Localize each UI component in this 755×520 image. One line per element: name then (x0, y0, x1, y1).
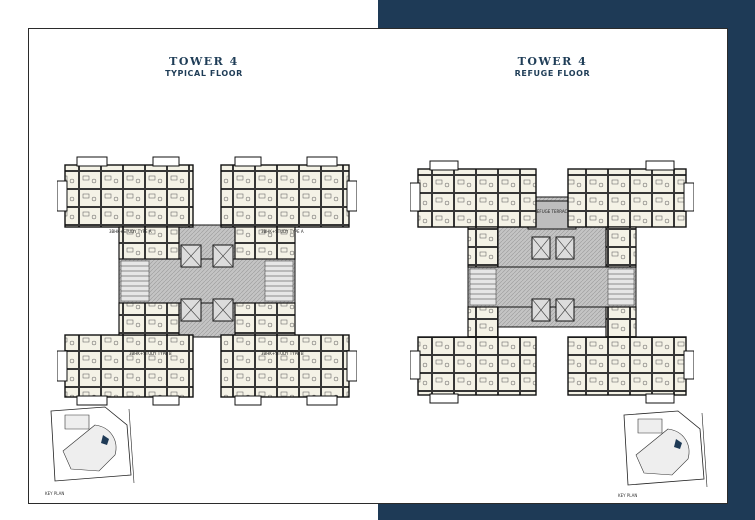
unit-label: 3BHK+STUDY TYPE B (261, 351, 304, 356)
page-subtitle: TYPICAL FLOOR (165, 69, 243, 78)
key-plan-caption: KEY PLAN (45, 491, 65, 496)
key-plan (50, 406, 135, 484)
refuge-floor-plan: REFUGE TERRACE (410, 160, 694, 404)
page-typical-floor: TOWER 4 TYPICAL FLOOR (28, 28, 379, 504)
key-plan-caption: KEY PLAN (618, 493, 638, 498)
page-subtitle: REFUGE FLOOR (514, 69, 591, 78)
page-refuge-floor: TOWER 4 REFUGE FLOOR REFUGE TERRACE (378, 28, 728, 504)
unit-label: 3BHK+STUDY TYPE B (129, 351, 172, 356)
unit-label: 3BHK+STUDY TYPE A (261, 229, 304, 234)
typical-floor-plan: 3BHK+STUDY TYPE A 3BHK+STUDY TYPE A 3BHK… (57, 156, 357, 406)
page-title: TOWER 4 (169, 55, 239, 68)
key-plan (623, 410, 708, 488)
refuge-terrace-label: REFUGE TERRACE (534, 209, 570, 214)
page-title: TOWER 4 (517, 55, 588, 68)
unit-label: 3BHK+STUDY TYPE A (109, 229, 152, 234)
